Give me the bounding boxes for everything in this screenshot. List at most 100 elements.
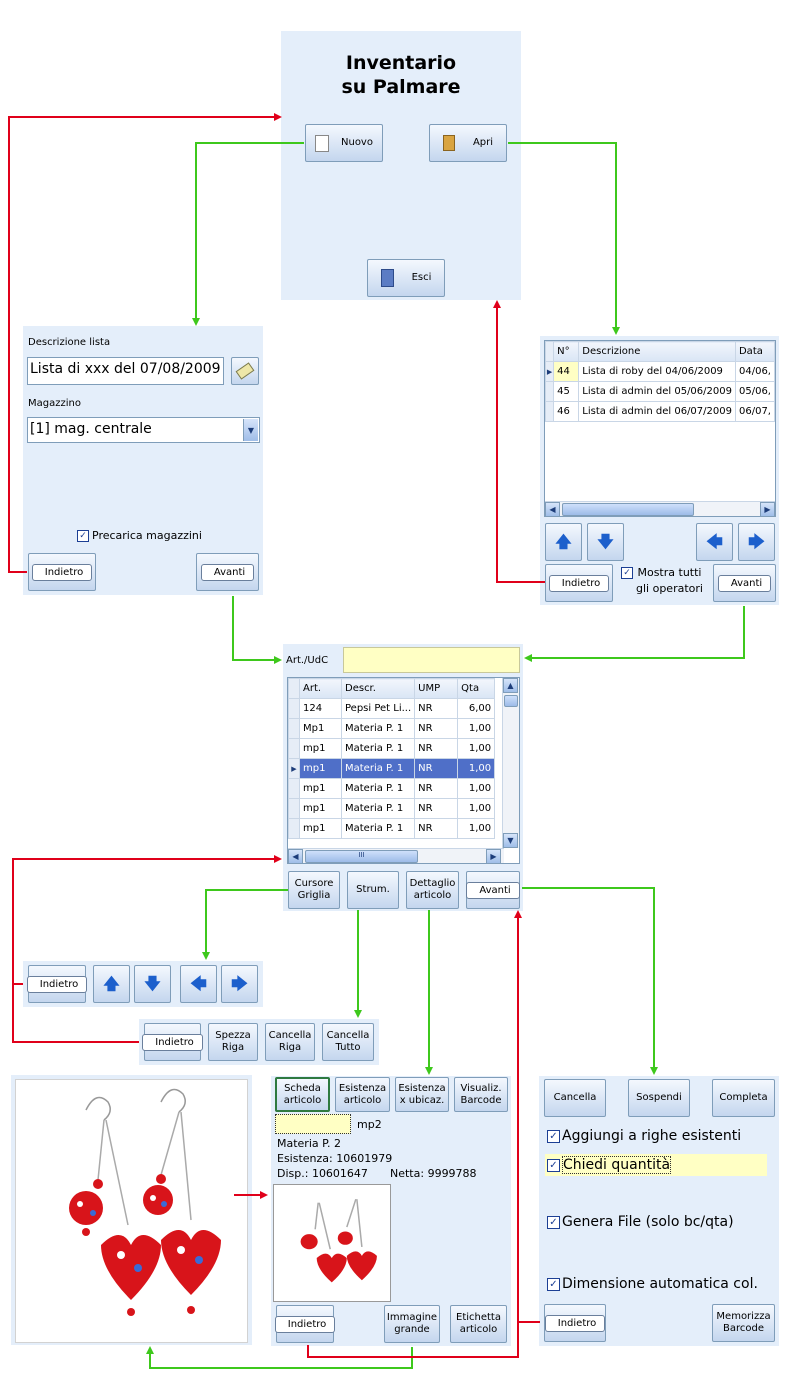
arrow-open-to-openlist (508, 142, 620, 335)
back-button[interactable]: Indietro (545, 564, 613, 602)
preload-checkbox[interactable]: ✓Precarica magazzini (77, 529, 202, 542)
exit-button[interactable]: Esci (367, 259, 445, 297)
grid-header: Art. Descr. UMP Qta (288, 678, 496, 699)
art-input[interactable] (343, 647, 520, 673)
col-ump[interactable]: UMP (414, 678, 459, 699)
big-image-button[interactable]: Immagine grande (384, 1305, 440, 1343)
scroll-thumb[interactable] (504, 695, 518, 707)
scroll-right-icon[interactable]: ▶ (486, 849, 501, 863)
delete-row-button[interactable]: Cancella Riga (265, 1023, 315, 1061)
earrings-thumbnail-image (300, 1198, 377, 1283)
back-button[interactable]: Indietro (28, 553, 96, 591)
tab-location-button[interactable]: Esistenza x ubicaz. (395, 1077, 449, 1112)
checkbox-checked-icon: ✓ (547, 1277, 560, 1291)
scroll-up-icon[interactable]: ▲ (503, 678, 518, 693)
arrow-left-button[interactable]: 🡄 (180, 965, 217, 1003)
scroll-down-icon[interactable]: ▼ (503, 833, 518, 848)
product-photo-thumbnail[interactable] (273, 1184, 391, 1302)
option-ask-quantity[interactable]: ✓Chiedi quantità (545, 1154, 767, 1176)
arrow-right-icon: 🡆 (231, 974, 248, 993)
scroll-thumb[interactable] (562, 503, 694, 516)
scroll-left-icon[interactable]: ◀ (545, 502, 560, 516)
arrow-detail-back (307, 910, 522, 1358)
arrow-down-button[interactable]: 🡇 (134, 965, 171, 1003)
delete-all-button[interactable]: Cancella Tutto (322, 1023, 374, 1061)
arrow-right-button[interactable]: 🡆 (221, 965, 258, 1003)
detail-button[interactable]: Dettaglio articolo (406, 871, 459, 909)
arrow-right-icon: 🡆 (748, 532, 765, 551)
save-barcode-button[interactable]: Memorizza Barcode (712, 1304, 775, 1342)
code-input[interactable] (275, 1114, 351, 1134)
eraser-button[interactable] (231, 357, 259, 385)
lists-grid[interactable]: N° Descrizione Data ▶ 44 Lista di roby d… (544, 340, 776, 517)
description-input[interactable]: Lista di xxx del 07/08/2009 (27, 357, 224, 385)
arrow-right-button[interactable]: 🡆 (738, 523, 775, 561)
large-image-panel (11, 1075, 252, 1345)
arrow-up-button[interactable]: 🡅 (545, 523, 582, 561)
checkbox-checked-icon: ✓ (547, 1158, 560, 1172)
chevron-down-icon[interactable]: ▼ (243, 419, 258, 441)
vertical-scrollbar[interactable]: ▲ ▼ (502, 678, 519, 848)
next-button[interactable]: Avanti (466, 871, 520, 909)
checkbox-checked-icon: ✓ (77, 530, 89, 542)
scroll-left-icon[interactable]: ◀ (288, 849, 303, 863)
table-row[interactable]: 46 Lista di admin del 06/07/2009 06/07, (545, 401, 775, 422)
warehouse-select[interactable]: [1] mag. centrale ▼ (27, 417, 260, 443)
cursor-grid-button[interactable]: Cursore Griglia (288, 871, 340, 909)
item-code: mp2 (357, 1118, 382, 1131)
back-button[interactable]: Indietro (544, 1304, 606, 1342)
option-append-rows[interactable]: ✓Aggiungi a righe esistenti (547, 1128, 741, 1144)
item-name: Materia P. 2 (277, 1137, 342, 1150)
table-row[interactable]: 45 Lista di admin del 05/06/2009 05/06, (545, 381, 775, 402)
scroll-thumb[interactable]: III (305, 850, 418, 863)
open-folder-icon (442, 135, 455, 151)
col-number[interactable]: N° (553, 341, 580, 362)
product-photo-large (15, 1079, 248, 1343)
col-qta[interactable]: Qta (457, 678, 496, 699)
arrow-cursor-to-bar (202, 889, 288, 960)
checkbox-checked-icon: ✓ (547, 1215, 560, 1229)
item-net: Netta: 9999788 (390, 1167, 477, 1180)
table-row[interactable]: ▶ 44 Lista di roby del 04/06/2009 04/06, (545, 361, 775, 382)
next-button[interactable]: Avanti (713, 564, 776, 602)
delete-list-button[interactable]: Cancella (544, 1079, 606, 1117)
arrow-down-button[interactable]: 🡇 (587, 523, 624, 561)
item-label-button[interactable]: Etichetta articolo (450, 1305, 507, 1343)
new-list-panel: Descrizione lista Lista di xxx del 07/08… (23, 326, 263, 595)
scroll-right-icon[interactable]: ▶ (760, 502, 775, 516)
complete-button[interactable]: Completa (712, 1079, 775, 1117)
horizontal-scrollbar[interactable]: ◀ III ▶ (288, 848, 504, 863)
tab-card-button[interactable]: Scheda articolo (275, 1077, 330, 1112)
back-button[interactable]: Indietro (274, 1305, 336, 1343)
arrow-bars-back-up (12, 855, 282, 984)
tab-barcode-button[interactable]: Visualiz. Barcode (454, 1077, 508, 1112)
next-button[interactable]: Avanti (196, 553, 259, 591)
arrow-next-to-finish (522, 887, 658, 1075)
new-button[interactable]: Nuovo (305, 124, 383, 162)
tab-stock-button[interactable]: Esistenza articolo (335, 1077, 390, 1112)
finish-panel: Cancella Sospendi Completa ✓Aggiungi a r… (539, 1076, 779, 1346)
arrow-up-button[interactable]: 🡅 (93, 965, 130, 1003)
option-generate-file[interactable]: ✓Genera File (solo bc/qta) (547, 1214, 734, 1230)
back-button[interactable]: Indietro (142, 1023, 203, 1061)
horizontal-scrollbar[interactable]: ◀ ▶ (545, 501, 775, 516)
home-panel: Inventario su Palmare Nuovo Apri Esci (281, 31, 521, 300)
suspend-button[interactable]: Sospendi (628, 1079, 690, 1117)
arrow-new-to-newlist (192, 142, 304, 326)
tools-button[interactable]: Strum. (347, 871, 399, 909)
arrow-newlist-back (8, 113, 282, 573)
back-button[interactable]: Indietro (26, 965, 88, 1003)
option-auto-column-size[interactable]: ✓Dimensione automatica col. (547, 1276, 758, 1292)
open-button[interactable]: Apri (429, 124, 507, 162)
exit-door-icon (380, 269, 394, 287)
split-row-button[interactable]: Spezza Riga (208, 1023, 258, 1061)
arrow-left-button[interactable]: 🡄 (696, 523, 733, 561)
col-descr[interactable]: Descr. (340, 678, 416, 699)
show-all-checkbox[interactable]: ✓Mostra tutti gli operatori (621, 565, 703, 597)
